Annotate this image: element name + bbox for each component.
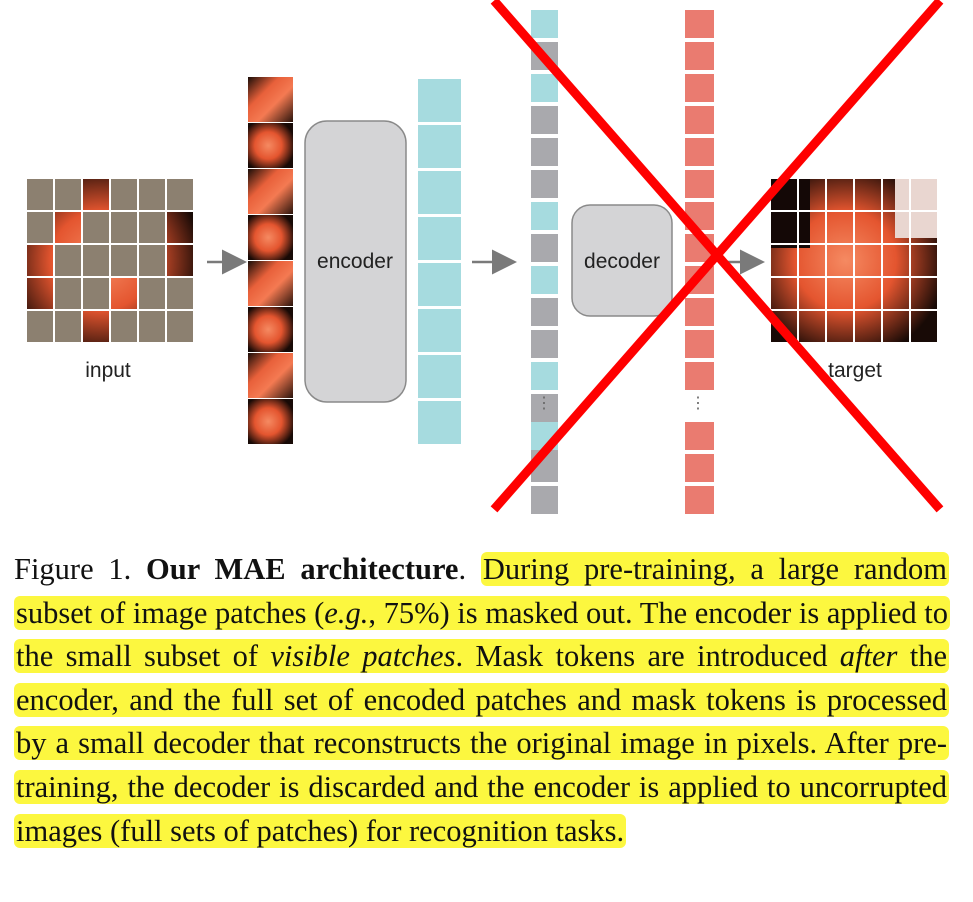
- mask-token: [531, 170, 558, 198]
- encoded-token: [418, 217, 461, 260]
- visible-patch: [248, 77, 293, 122]
- visible-patch: [248, 215, 293, 260]
- caption-text: . Mask tokens are introduced: [455, 639, 840, 674]
- visible-patches-strip: [248, 77, 293, 444]
- masked-patch: [26, 178, 54, 211]
- decoder-output-token: [685, 10, 714, 38]
- masked-patch: [166, 277, 194, 310]
- mask-token: [531, 106, 558, 134]
- caption-title: Our MAE architecture: [146, 552, 459, 586]
- target-image: [769, 177, 939, 344]
- masked-patch: [138, 211, 166, 244]
- caption-text: .: [616, 813, 625, 848]
- masked-patch: [26, 310, 54, 343]
- encoded-token: [418, 171, 461, 214]
- encoded-tokens: [418, 79, 461, 444]
- mask-token: [531, 298, 558, 326]
- highlighted-text: During pre-training, a large random subs…: [14, 552, 950, 848]
- encoded-token: [418, 263, 461, 306]
- masked-patch: [110, 310, 138, 343]
- mae-architecture-diagram: input encoder ⋮ decoder ⋮ target: [25, 0, 944, 514]
- encoded-token: [418, 309, 461, 352]
- visible-patch: [248, 261, 293, 306]
- masked-patch: [26, 211, 54, 244]
- decoder-output-token: [685, 298, 714, 326]
- decoder-output-tokens: [685, 10, 714, 514]
- encoded-token: [531, 362, 558, 390]
- masked-patch: [138, 310, 166, 343]
- figure-caption: Figure 1. Our MAE architecture. During p…: [14, 548, 950, 853]
- masked-patch: [110, 211, 138, 244]
- mask-token: [531, 394, 558, 422]
- visible-patch: [248, 123, 293, 168]
- caption-text: the encoder, and the full set of encoded…: [16, 639, 947, 848]
- visible-patch: [248, 307, 293, 352]
- encoded-token: [418, 401, 461, 444]
- encoded-token: [531, 10, 558, 38]
- target-label: target: [828, 359, 882, 382]
- masked-patch: [138, 178, 166, 211]
- decoder-output-token: [685, 138, 714, 166]
- figure-number: Figure 1.: [14, 552, 132, 586]
- encoded-token: [531, 266, 558, 294]
- decoder-output-token: [685, 74, 714, 102]
- masked-patch: [110, 178, 138, 211]
- masked-patch: [166, 178, 194, 211]
- encoded-token: [418, 125, 461, 168]
- decoder-output-token: [685, 454, 714, 482]
- caption-italic: e.g.: [324, 595, 369, 630]
- encoder-block: [304, 120, 407, 403]
- masked-patch: [54, 244, 82, 277]
- caption-italic: after: [839, 639, 898, 674]
- masked-patch: [82, 277, 110, 310]
- mask-token: [531, 330, 558, 358]
- visible-patch: [248, 399, 293, 444]
- ellipsis-icon: ⋮: [536, 395, 552, 412]
- decoder-output-token: [685, 42, 714, 70]
- decoder-output-token: [685, 170, 714, 198]
- encoded-token: [418, 79, 461, 122]
- decoder-label: decoder: [584, 250, 660, 273]
- visible-patch: [248, 169, 293, 214]
- red-cross-mark: [490, 0, 944, 513]
- input-label: input: [85, 359, 131, 382]
- ellipsis-icon: ⋮: [690, 395, 706, 412]
- masked-patch: [138, 277, 166, 310]
- masked-patch: [82, 244, 110, 277]
- encoder-label: encoder: [317, 250, 393, 273]
- encoded-token: [531, 202, 558, 230]
- encoded-token: [418, 355, 461, 398]
- feather-area: [895, 178, 938, 238]
- decoder-output-token: [685, 422, 714, 450]
- mask-token: [531, 138, 558, 166]
- masked-patch: [54, 277, 82, 310]
- mask-token: [531, 486, 558, 514]
- caption-text: During pre-training, a large random subs…: [16, 552, 948, 630]
- decoder-output-token: [685, 362, 714, 390]
- caption-period: .: [458, 552, 467, 586]
- masked-patch: [54, 178, 82, 211]
- mask-token: [531, 234, 558, 262]
- masked-patch: [166, 310, 194, 343]
- decoder-block: [571, 204, 673, 317]
- masked-patch: [138, 244, 166, 277]
- encoded-token: [531, 74, 558, 102]
- caption-italic: visible patches: [270, 639, 456, 674]
- decoder-output-token: [685, 486, 714, 514]
- input-masked-image: [25, 177, 195, 344]
- caption-text: , 75%) is masked out. The encoder is app…: [16, 595, 948, 674]
- token-sequence: [531, 10, 558, 514]
- decoder-output-token: [685, 330, 714, 358]
- visible-patch: [248, 353, 293, 398]
- masked-patch: [110, 244, 138, 277]
- masked-patch: [54, 310, 82, 343]
- decoder-output-token: [685, 106, 714, 134]
- masked-patch: [82, 211, 110, 244]
